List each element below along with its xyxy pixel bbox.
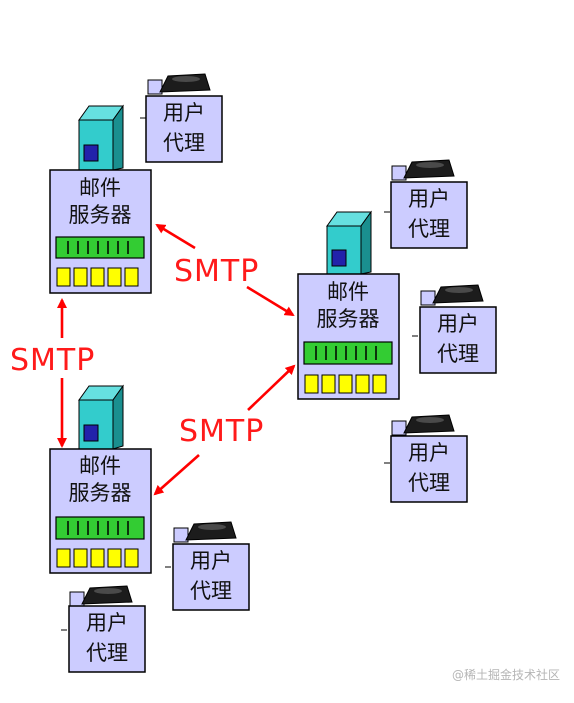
mail-server-top-left: 邮件 服务器 xyxy=(49,104,152,294)
ua-label-line2: 代理 xyxy=(163,131,205,155)
computer-icon xyxy=(412,284,484,337)
ua-label-line2: 代理 xyxy=(86,641,128,665)
server-label-line2: 服务器 xyxy=(317,307,380,331)
server-label-line1: 邮件 xyxy=(327,280,369,304)
server-tower-icon xyxy=(326,210,372,275)
server-yellow-slots xyxy=(304,374,387,394)
server-label-line1: 邮件 xyxy=(79,176,121,200)
user-agent-6: 用户 代理 xyxy=(61,585,146,673)
computer-icon xyxy=(384,414,455,464)
server-green-bar xyxy=(55,516,145,540)
smtp-arrows xyxy=(57,223,296,496)
ua-label-line1: 用户 xyxy=(437,312,479,336)
user-agent-3: 用户 代理 xyxy=(412,284,497,374)
server-tower-icon xyxy=(78,384,124,450)
user-agent-1: 用户 代理 xyxy=(140,73,223,163)
green-bar-ticks xyxy=(315,346,377,360)
server-yellow-slots xyxy=(56,548,139,568)
arrow-to-server-right xyxy=(246,285,295,317)
computer-icon xyxy=(61,585,133,631)
ua-label-line2: 代理 xyxy=(408,217,450,241)
server-tower-icon xyxy=(78,104,124,171)
ua-label-line1: 用户 xyxy=(408,187,450,211)
green-bar-ticks xyxy=(67,521,129,535)
smtp-label-left: SMTP xyxy=(10,343,95,378)
ua-label-line1: 用户 xyxy=(190,549,232,573)
ua-label-line1: 用户 xyxy=(163,101,205,125)
server-label-line2: 服务器 xyxy=(69,203,132,227)
server-green-bar xyxy=(55,236,145,259)
computer-icon xyxy=(165,521,237,568)
user-agent-2: 用户 代理 xyxy=(384,159,468,249)
server-green-bar xyxy=(303,341,393,365)
watermark: @稀土掘金技术社区 xyxy=(451,668,560,682)
green-bar-ticks xyxy=(67,241,129,254)
computer-icon xyxy=(140,73,211,119)
server-yellow-slots xyxy=(56,267,139,287)
server-label-line2: 服务器 xyxy=(69,481,132,505)
ua-label-line2: 代理 xyxy=(190,579,232,603)
ua-label-line2: 代理 xyxy=(408,471,450,495)
user-agent-4: 用户 代理 xyxy=(384,414,468,503)
ua-label-line1: 用户 xyxy=(408,441,450,465)
server-label-line1: 邮件 xyxy=(79,454,121,478)
mail-server-bottom-left: 邮件 服务器 xyxy=(49,384,152,574)
computer-icon xyxy=(384,159,455,213)
arrow-to-server-right-lower xyxy=(247,364,296,411)
arrow-to-server-bottom-left xyxy=(153,454,200,496)
ua-label-line1: 用户 xyxy=(86,611,128,635)
user-agent-5: 用户 代理 xyxy=(165,521,250,611)
ua-label-line2: 代理 xyxy=(437,342,479,366)
arrow-to-server-top-left xyxy=(155,223,196,250)
smtp-label-top: SMTP xyxy=(174,254,259,289)
smtp-label-bottom: SMTP xyxy=(179,414,264,449)
mail-server-right: 邮件 服务器 xyxy=(297,210,400,400)
